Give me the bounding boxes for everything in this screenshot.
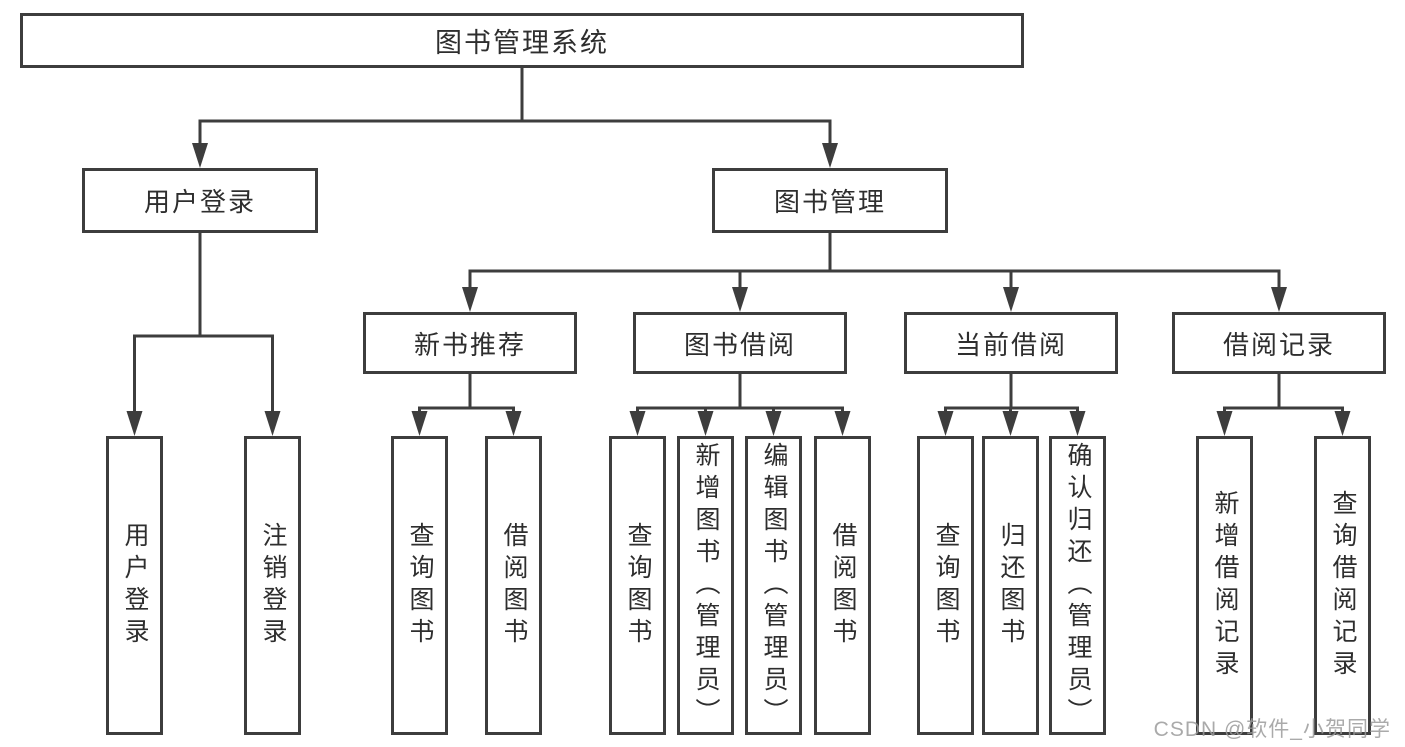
- node-label: 借阅图书: [829, 521, 857, 650]
- arrowhead-icon: [1216, 411, 1233, 436]
- node-root: 图书管理系统: [20, 13, 1024, 68]
- node-label: 用户登录: [143, 187, 256, 217]
- arrowhead-icon: [1002, 411, 1019, 436]
- leaf-query-books-recommend: 查询图书: [391, 436, 448, 735]
- arrowhead-icon: [462, 287, 478, 312]
- leaf-logout: 注销登录: [244, 436, 301, 735]
- node-label: 新增图书（管理员）: [692, 441, 720, 730]
- arrowhead-icon: [1069, 411, 1086, 436]
- node-label: 查询图书: [406, 521, 434, 650]
- node-label: 编辑图书（管理员）: [760, 441, 788, 730]
- node-label: 查询借阅记录: [1329, 489, 1357, 682]
- arrowhead-icon: [264, 411, 281, 436]
- arrowhead-icon: [411, 411, 428, 436]
- node-label: 图书管理: [773, 187, 886, 217]
- arrowhead-icon: [732, 287, 748, 312]
- node-label: 图书管理系统: [435, 28, 609, 58]
- watermark: CSDN @软件_小贺同学: [1153, 718, 1391, 741]
- node-label: 借阅记录: [1222, 329, 1335, 360]
- leaf-user-login: 用户登录: [106, 436, 163, 735]
- arrowhead-icon: [697, 411, 714, 436]
- node-label: 查询图书: [932, 521, 960, 650]
- node-label: 注销登录: [259, 521, 287, 650]
- node-user-login: 用户登录: [82, 168, 318, 233]
- arrowhead-icon: [126, 411, 143, 436]
- arrowhead-icon: [1003, 287, 1019, 312]
- arrowhead-icon: [1334, 411, 1351, 436]
- node-new-book-recommend: 新书推荐: [363, 312, 577, 374]
- arrowhead-icon: [1271, 287, 1287, 312]
- leaf-add-borrow-record: 新增借阅记录: [1196, 436, 1253, 735]
- leaf-query-books-current: 查询图书: [917, 436, 974, 735]
- node-label: 新增借阅记录: [1211, 489, 1239, 682]
- node-label: 新书推荐: [413, 329, 526, 360]
- node-current-borrow: 当前借阅: [904, 312, 1118, 374]
- node-label: 归还图书: [997, 521, 1025, 650]
- leaf-edit-book-admin: 编辑图书（管理员）: [745, 436, 802, 735]
- node-label: 当前借阅: [954, 329, 1067, 360]
- arrowhead-icon: [765, 411, 782, 436]
- arrowhead-icon: [192, 143, 208, 168]
- arrowhead-icon: [629, 411, 646, 436]
- arrowhead-icon: [505, 411, 522, 436]
- arrowhead-icon: [834, 411, 851, 436]
- leaf-query-borrow-record: 查询借阅记录: [1314, 436, 1371, 735]
- arrowhead-icon: [937, 411, 954, 436]
- leaf-query-books-borrow: 查询图书: [609, 436, 666, 735]
- leaf-add-book-admin: 新增图书（管理员）: [677, 436, 734, 735]
- node-book-borrow: 图书借阅: [633, 312, 847, 374]
- node-label: 确认归还（管理员）: [1064, 441, 1092, 730]
- leaf-confirm-return-admin: 确认归还（管理员）: [1049, 436, 1106, 735]
- leaf-borrow-book-recommend: 借阅图书: [485, 436, 542, 735]
- node-borrow-records: 借阅记录: [1172, 312, 1386, 374]
- arrowhead-icon: [822, 143, 838, 168]
- node-label: 借阅图书: [500, 521, 528, 650]
- leaf-borrow-book: 借阅图书: [814, 436, 871, 735]
- node-label: 图书借阅: [683, 329, 796, 360]
- node-book-management: 图书管理: [712, 168, 948, 233]
- leaf-return-book: 归还图书: [982, 436, 1039, 735]
- node-label: 用户登录: [121, 521, 149, 650]
- node-label: 查询图书: [624, 521, 652, 650]
